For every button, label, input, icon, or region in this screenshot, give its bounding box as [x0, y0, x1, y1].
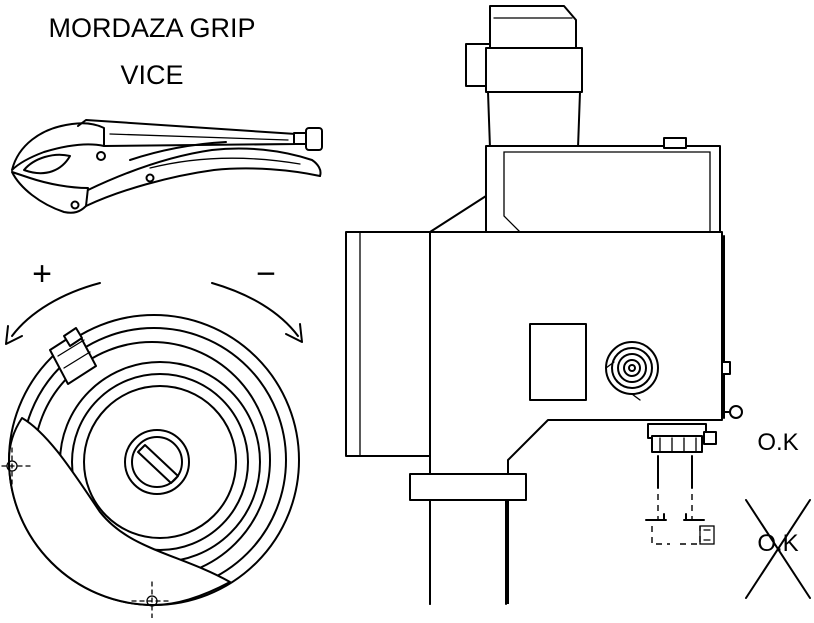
plus-sign: + — [32, 255, 52, 293]
fine-feed-dial — [605, 341, 659, 401]
title-line2: VICE — [120, 60, 183, 90]
milling-head-side-view — [345, 5, 743, 605]
spindle-alignment-examples — [645, 455, 715, 545]
reference-mark-bottom — [131, 581, 173, 619]
ok-incorrect-label: O.K — [757, 530, 798, 557]
ok-correct-label: O.K — [757, 429, 798, 456]
chuck-top-view — [0, 314, 300, 619]
rotation-indicator: + − — [5, 255, 303, 345]
title-line1: MORDAZA GRIP — [48, 13, 255, 43]
clamp-block — [49, 327, 97, 385]
ok-incorrect-group: O.K — [745, 499, 811, 599]
vice-grip-pliers — [11, 119, 323, 214]
cross-out-mark — [745, 499, 811, 599]
minus-sign: − — [256, 255, 276, 293]
reference-mark-left — [0, 447, 31, 485]
